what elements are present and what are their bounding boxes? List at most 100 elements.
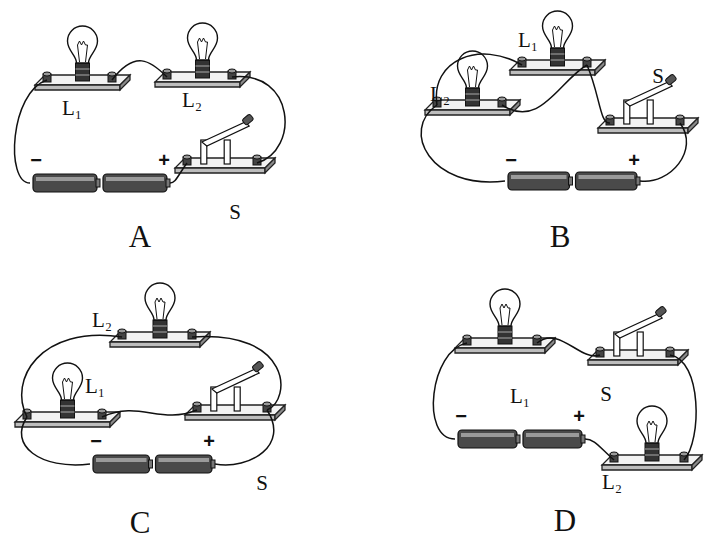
- lamp-label: L₂: [602, 472, 622, 493]
- terminal-cap: [463, 335, 471, 339]
- board-front: [588, 360, 678, 365]
- wire: [170, 163, 187, 183]
- bulb-filament: [155, 298, 165, 319]
- cell-highlight: [579, 175, 635, 179]
- terminal-cap: [163, 69, 171, 73]
- cell-cap: [636, 177, 640, 185]
- terminal-cap: [610, 452, 618, 456]
- cell-highlight: [36, 177, 94, 181]
- terminal-cap: [518, 57, 526, 61]
- bulb-glass: [68, 26, 98, 63]
- board-side: [275, 405, 285, 420]
- lamp-socket: [645, 443, 659, 461]
- lamp-socket: [466, 88, 480, 106]
- bulb-glass: [458, 51, 488, 88]
- board-front: [598, 128, 688, 133]
- socket-ring: [466, 94, 480, 95]
- wire: [421, 105, 505, 182]
- wire: [22, 335, 122, 417]
- battery-pack: [458, 430, 585, 448]
- knife-switch: [598, 74, 698, 133]
- cell-highlight: [159, 458, 210, 462]
- lamp-holder: [510, 11, 605, 75]
- board-front: [155, 82, 240, 87]
- board-front: [175, 168, 265, 173]
- battery-cell: [458, 430, 517, 448]
- switch-handle: [252, 361, 264, 373]
- terminal-cap: [606, 115, 614, 119]
- board-side: [595, 60, 605, 75]
- switch-blade: [625, 82, 672, 106]
- socket-ring: [551, 60, 565, 61]
- socket-ring: [196, 66, 210, 67]
- cell-cap: [516, 435, 520, 443]
- lamp-socket: [61, 400, 75, 418]
- cell-cap: [211, 460, 215, 468]
- socket-ring: [466, 100, 480, 101]
- socket-ring: [153, 332, 167, 333]
- wire: [640, 123, 686, 181]
- switch-post: [234, 387, 240, 411]
- switch-label: S: [600, 384, 612, 405]
- cell-cap: [581, 435, 585, 443]
- switch-label: S: [652, 66, 664, 87]
- socket-ring: [645, 449, 659, 450]
- wire: [102, 410, 197, 417]
- socket-ring: [551, 54, 565, 55]
- socket-ring: [498, 338, 512, 339]
- polarity-sign: −: [505, 150, 517, 170]
- cell-highlight: [106, 177, 164, 181]
- socket-ring: [76, 75, 90, 76]
- terminal-cap: [498, 97, 506, 101]
- wire: [112, 61, 167, 80]
- socket-ring: [196, 72, 210, 73]
- cell-highlight: [461, 433, 514, 437]
- lamp-label: L₁: [510, 386, 530, 407]
- cell-cap: [96, 179, 100, 187]
- wire: [192, 337, 281, 410]
- board-side: [120, 75, 130, 90]
- terminal-cap: [533, 335, 541, 339]
- panel-letter: A: [129, 221, 151, 252]
- board-front: [602, 465, 692, 470]
- lamp-label: L₂: [92, 310, 112, 331]
- lamp-holder: [15, 363, 120, 427]
- battery-cell: [576, 172, 638, 190]
- lamp-label: L₁: [85, 376, 105, 397]
- switch-label: S: [229, 202, 241, 223]
- board-front: [425, 110, 510, 115]
- switch-label: S: [256, 473, 268, 494]
- cell-cap: [166, 179, 170, 187]
- wire: [537, 338, 600, 356]
- terminal-cap: [98, 409, 106, 413]
- bulb-filament: [500, 304, 510, 325]
- lamp-socket: [153, 320, 167, 338]
- bulb-filament: [647, 421, 657, 442]
- lamp-socket: [551, 48, 565, 66]
- terminal-cap: [228, 69, 236, 73]
- bulb-glass: [637, 406, 667, 443]
- lamp-label: L₁: [518, 30, 538, 51]
- board-front: [185, 415, 275, 420]
- lamp-label: L₂: [182, 90, 202, 111]
- socket-ring: [61, 412, 75, 413]
- board-side: [545, 338, 555, 353]
- board-side: [265, 158, 275, 173]
- bulb-glass: [53, 363, 83, 400]
- battery-cell: [103, 174, 167, 192]
- wire: [502, 65, 587, 112]
- socket-ring: [153, 326, 167, 327]
- lamp-socket: [196, 60, 210, 78]
- wire: [232, 77, 285, 163]
- switch-handle: [242, 114, 254, 126]
- lamp-holder: [602, 406, 702, 470]
- polarity-sign: −: [455, 406, 467, 426]
- terminal-cap: [43, 72, 51, 76]
- polarity-sign: −: [30, 150, 42, 170]
- bulb-glass: [490, 289, 520, 326]
- knife-switch: [185, 361, 285, 420]
- switch-handle: [655, 306, 667, 318]
- bulb-filament: [553, 26, 563, 47]
- wire: [215, 410, 274, 465]
- lamp-socket: [76, 63, 90, 81]
